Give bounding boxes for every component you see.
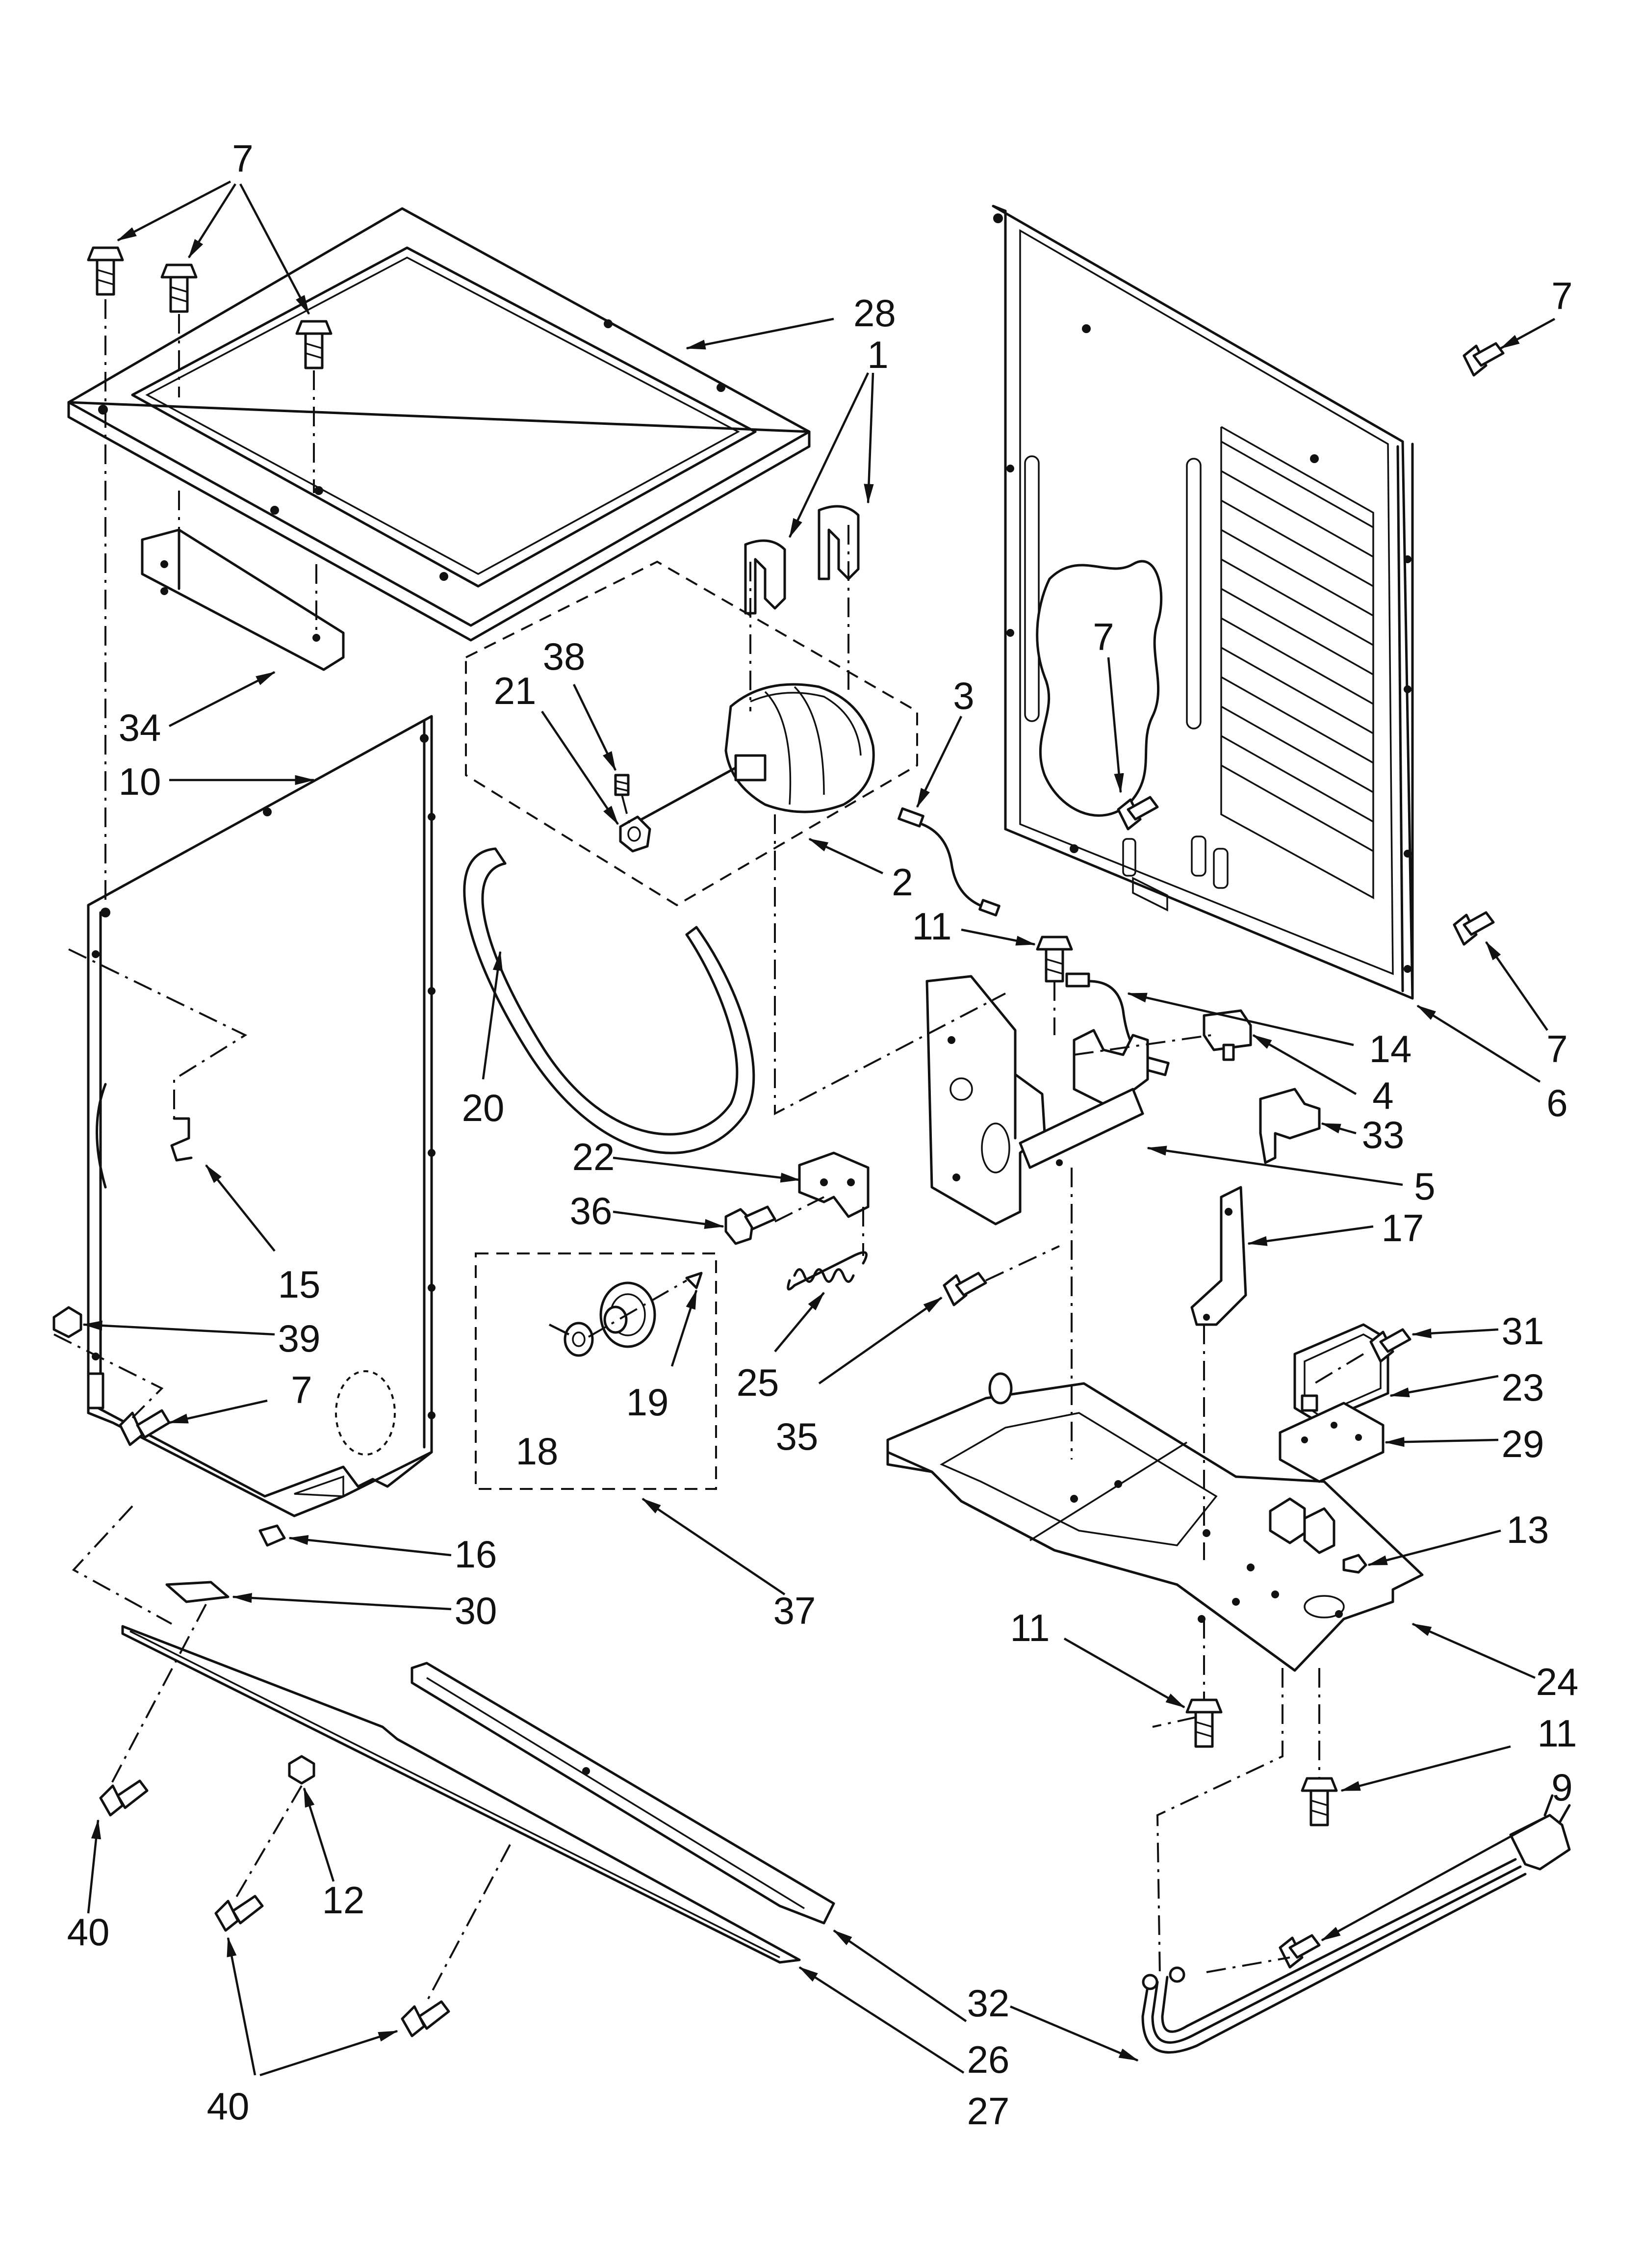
wedge-30 [165,1581,230,1603]
callout-11: 11 [1010,1606,1050,1649]
callout-34: 34 [119,706,161,749]
callout-15: 15 [278,1263,321,1306]
callout-3: 3 [953,674,974,717]
bracket-17 [1190,1186,1247,1326]
screw-icon [1301,1777,1338,1826]
clip-16 [258,1524,286,1547]
screw-icon [99,1779,149,1817]
callout-2: 2 [892,860,913,904]
motor-mount-bracket [925,975,1149,1225]
callout-9: 9 [1551,1766,1572,1809]
top-panel [67,207,811,642]
idler-spring [787,1251,868,1291]
screw-icon [1117,796,1159,831]
rear-panel [992,205,1414,1000]
nut-12 [288,1755,315,1785]
washer-18 [564,1322,594,1357]
callout-11: 11 [1538,1712,1577,1755]
callout-10: 10 [119,760,161,803]
screw-icon [295,320,333,369]
base-plate [886,1372,1424,1672]
front-rail-27 [121,1625,801,1964]
callout-16: 16 [455,1533,497,1576]
screw-icon [1369,1328,1411,1363]
clip-15 [170,1117,193,1162]
wire-harness-3 [898,807,1001,917]
callout-26: 26 [967,2038,1010,2081]
top-bracket [141,528,345,671]
motor [631,683,875,826]
bolt-36 [724,1205,776,1245]
screw-icon [1453,911,1495,946]
motor-clip [818,505,860,580]
idler-bracket-22 [798,1151,870,1218]
callout-7: 7 [1093,615,1114,658]
callout-12: 12 [322,1878,365,1922]
drive-belt [463,847,755,1154]
callout-32: 32 [967,1981,1010,2025]
callout-6: 6 [1546,1081,1567,1124]
callout-5: 5 [1414,1165,1435,1208]
alignment-lines [53,299,1364,2002]
set-screw-38 [614,774,630,796]
callout-24: 24 [1536,1660,1579,1703]
screw-icon [1462,342,1505,377]
screw-icon [87,246,124,296]
screw-icon [1279,1934,1321,1969]
callout-13: 13 [1507,1508,1549,1551]
callout-22: 22 [572,1135,615,1178]
callout-27: 27 [967,2089,1010,2133]
callout-1: 1 [867,333,888,376]
callout-7: 7 [1546,1027,1567,1070]
callout-35: 35 [776,1415,819,1458]
callout-17: 17 [1382,1206,1424,1250]
callout-28: 28 [853,291,896,335]
callout-38: 38 [543,635,586,678]
motor-group-outline [465,560,918,907]
screw-icon [1036,936,1073,983]
terminal-block-cover-23 [1293,1323,1389,1424]
callout-20: 20 [462,1086,505,1129]
terminal-block-29 [1279,1402,1385,1483]
callout-7: 7 [1551,274,1572,317]
callout-25: 25 [737,1361,779,1404]
callout-33: 33 [1362,1113,1405,1156]
screw-icon [1185,1698,1223,1748]
callout-7: 7 [291,1368,312,1411]
callout-labels: 7 28 1 7 38 21 3 7 34 10 2 11 14 7 6 4 3… [67,137,1579,2133]
idler-assembly-outline [475,1252,717,1490]
callout-39: 39 [278,1317,321,1360]
screw-icon [943,1272,987,1306]
callout-36: 36 [570,1189,613,1232]
screw-icon [214,1895,264,1932]
callout-4: 4 [1372,1074,1393,1117]
callout-23: 23 [1502,1366,1544,1409]
leader-lines [82,181,1556,2077]
nut-39 [52,1306,82,1338]
callout-14: 14 [1369,1027,1412,1070]
switch-4 [1203,1009,1252,1061]
clip-13 [1342,1554,1367,1574]
power-cord [1141,1794,1571,2054]
callout-40: 40 [207,2085,250,2128]
callout-30: 30 [455,1589,497,1632]
front-rail-26 [410,1662,835,1925]
clip-33 [1259,1088,1321,1164]
callout-29: 29 [1502,1422,1544,1465]
pulley-washer-21 [619,815,651,853]
callout-37: 37 [773,1589,816,1632]
screw-icon [160,263,198,313]
callout-7: 7 [232,137,253,180]
screw-icon [401,2000,450,2037]
idler-shaft-tip [685,1272,703,1289]
callout-21: 21 [494,669,537,712]
callout-11: 11 [912,905,952,948]
side-panel [87,715,436,1517]
callout-31: 31 [1502,1309,1544,1353]
callout-19: 19 [626,1381,669,1424]
callout-40: 40 [67,1910,110,1954]
motor-clip [744,539,786,615]
callout-18: 18 [516,1430,559,1473]
